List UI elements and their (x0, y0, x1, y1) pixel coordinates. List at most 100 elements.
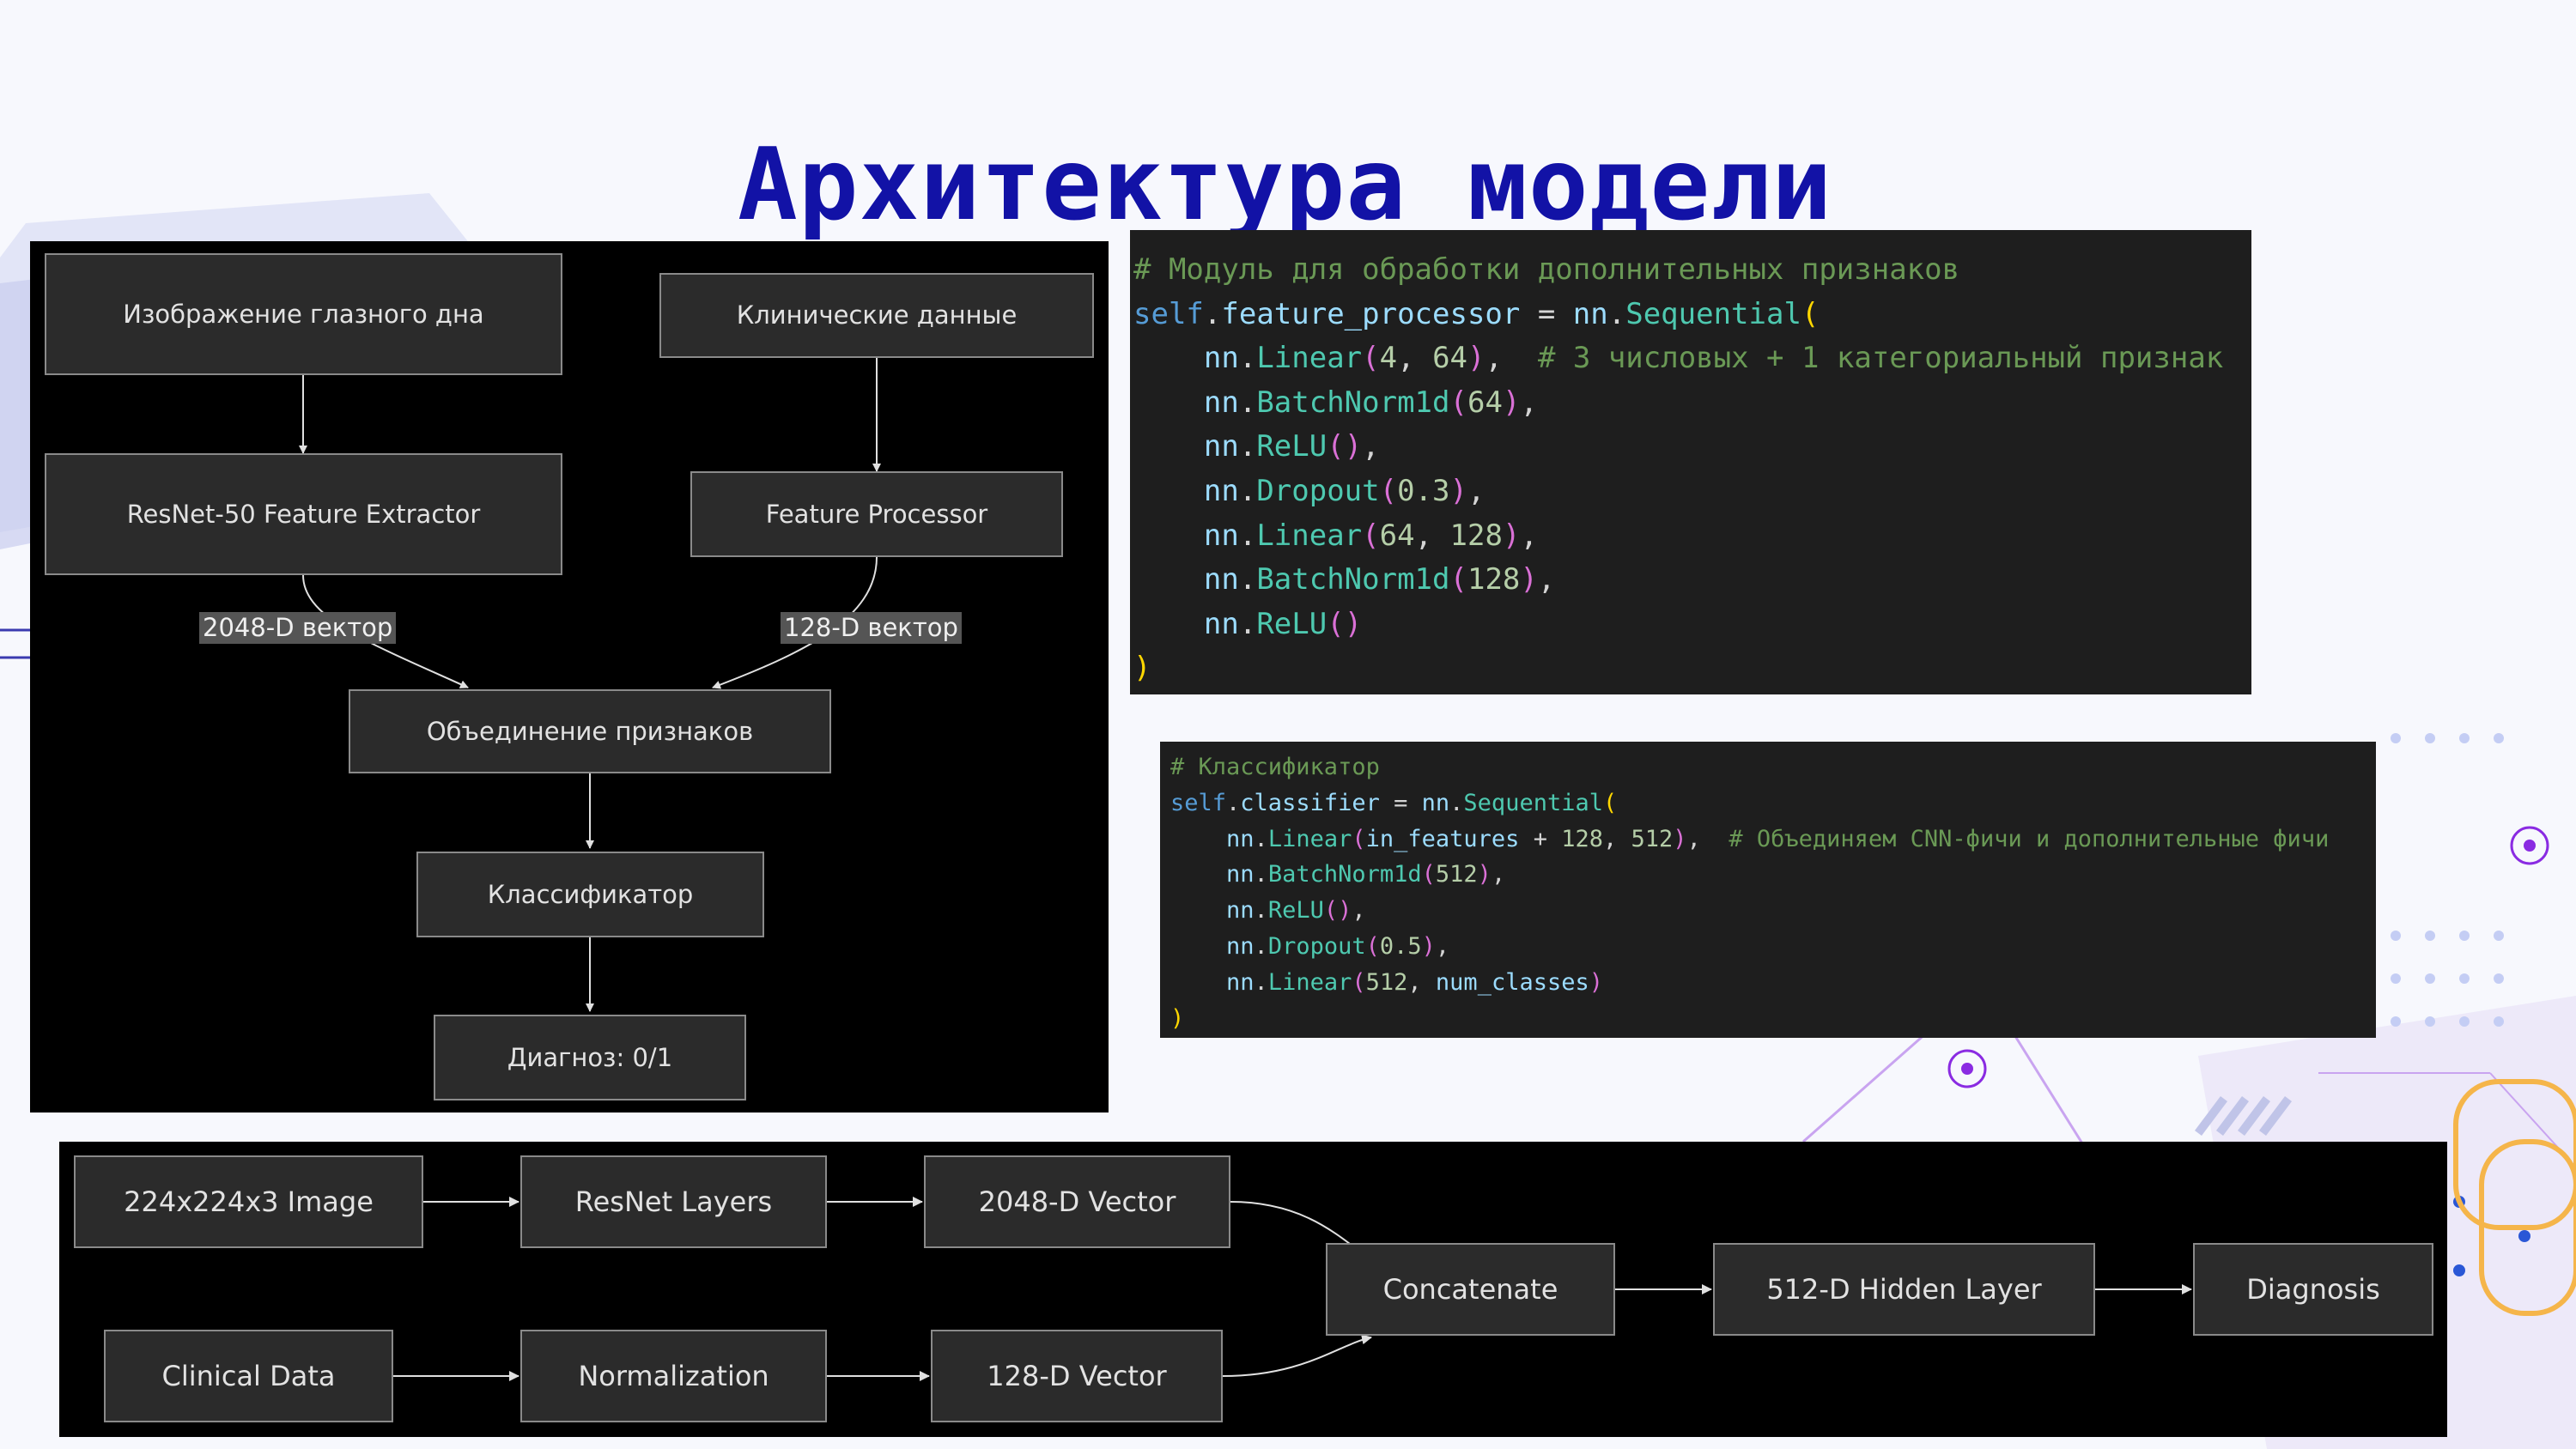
code-line: nn.BatchNorm1d(512), (1170, 857, 2376, 893)
node-classifier: Классификатор (416, 852, 764, 937)
code-token: Linear (1256, 518, 1363, 553)
code-token (1133, 562, 1204, 597)
code-token: , (1407, 968, 1436, 996)
code-line: nn.ReLU(), (1170, 893, 2376, 929)
code-token: , (1537, 562, 1556, 597)
code-token (1170, 969, 1226, 996)
code-line: ) (1133, 646, 2251, 691)
code-token: . (1238, 429, 1257, 464)
code-token: BatchNorm1d (1256, 385, 1450, 420)
code-token: ) (1421, 932, 1436, 960)
node-clinical-data: Клинические данные (659, 273, 1094, 358)
edge-label-128d: 128-D вектор (781, 612, 962, 644)
code-token: ( (1379, 473, 1398, 508)
page-title: Архитектура модели (737, 127, 1833, 243)
code-token: in_features (1365, 825, 1520, 852)
code-token: self (1133, 296, 1204, 331)
code-token: Linear (1256, 341, 1363, 376)
code-token (1133, 607, 1204, 641)
code-token: 128 (1561, 825, 1603, 852)
code-line: nn.BatchNorm1d(64), (1133, 381, 2251, 426)
code-token: ( (1362, 341, 1380, 376)
code-feature-processor: # Модуль для обработки дополнительных пр… (1130, 230, 2251, 694)
code-token: , (1520, 385, 1538, 420)
code-token: nn (1203, 562, 1239, 597)
node-diagnosis: Диагноз: 0/1 (434, 1015, 746, 1100)
code-token: ( (1365, 932, 1380, 960)
code-token: nn (1226, 897, 1255, 925)
node-128d-vector: 128-D Vector (931, 1330, 1223, 1422)
code-token: ) (1133, 651, 1151, 686)
code-line: self.classifier = nn.Sequential( (1170, 785, 2376, 822)
code-token: ) (1520, 562, 1538, 597)
code-token (1133, 474, 1204, 508)
code-token: . (1449, 789, 1464, 816)
node-diagnosis-output: Diagnosis (2193, 1243, 2433, 1336)
code-token: , (1520, 518, 1538, 553)
node-resnet-extractor: ResNet-50 Feature Extractor (45, 453, 562, 575)
code-token: # Модуль для обработки дополнительных пр… (1133, 252, 1960, 287)
code-token: , (1485, 341, 1538, 376)
code-line: nn.Linear(512, num_classes) (1170, 965, 2376, 1001)
code-token (1133, 429, 1204, 464)
code-line: self.feature_processor = nn.Sequential( (1133, 293, 2251, 337)
node-fundus-image: Изображение глазного дна (45, 253, 562, 375)
code-token: ) (1477, 861, 1492, 888)
code-token: ( (1449, 562, 1467, 597)
code-token: Dropout (1267, 932, 1366, 960)
code-token: nn (1226, 825, 1255, 852)
code-line: nn.Linear(in_features + 128, 512), # Объ… (1170, 822, 2376, 858)
code-token: 512 (1365, 968, 1408, 996)
code-token: , (1603, 825, 1631, 852)
code-token: 0.5 (1379, 932, 1422, 960)
code-token: . (1254, 968, 1268, 996)
code-token (1170, 897, 1226, 924)
code-token: ReLU (1256, 429, 1327, 464)
code-token: 128 (1467, 562, 1521, 597)
code-token: ReLU (1267, 897, 1324, 925)
code-token: 64 (1379, 518, 1415, 553)
code-token: . (1238, 473, 1257, 508)
code-token: () (1327, 606, 1363, 641)
code-line: nn.Dropout(0.3), (1133, 470, 2251, 514)
code-token (1133, 341, 1204, 375)
code-line: nn.BatchNorm1d(128), (1133, 558, 2251, 603)
code-token: + (1519, 825, 1562, 852)
node-feature-merge: Объединение признаков (349, 689, 831, 773)
code-token: ( (1362, 518, 1380, 553)
node-input-image: 224x224x3 Image (74, 1155, 423, 1248)
code-token: BatchNorm1d (1256, 562, 1450, 597)
code-token: 512 (1631, 825, 1674, 852)
code-token: , (1435, 932, 1450, 960)
code-token: feature_processor (1221, 296, 1521, 331)
code-token: ) (1170, 1004, 1185, 1032)
code-token: self (1170, 789, 1227, 816)
code-line: # Классификатор (1170, 749, 2376, 785)
code-line: nn.Dropout(0.5), (1170, 929, 2376, 965)
code-token: . (1238, 562, 1257, 597)
code-token: , (1362, 429, 1380, 464)
code-token: Linear (1267, 968, 1352, 996)
code-token: . (1238, 606, 1257, 641)
code-token: ( (1352, 825, 1366, 852)
code-token: ( (1352, 968, 1366, 996)
code-token: . (1254, 861, 1268, 888)
code-token: . (1238, 341, 1257, 376)
code-token (1170, 933, 1226, 960)
code-token: nn (1203, 341, 1239, 376)
code-token: ( (1602, 789, 1618, 816)
code-token: nn (1203, 473, 1239, 508)
code-token: 0.3 (1397, 473, 1450, 508)
code-token: , (1414, 518, 1450, 553)
code-token: # Объединяем CNN-фичи и дополнительные ф… (1728, 825, 2330, 852)
code-line: nn.Linear(64, 128), (1133, 514, 2251, 559)
node-clinical-data-input: Clinical Data (104, 1330, 393, 1422)
code-token: = (1520, 296, 1573, 331)
code-token: ) (1673, 825, 1687, 852)
code-token: nn (1203, 606, 1239, 641)
node-hidden-layer: 512-D Hidden Layer (1713, 1243, 2095, 1336)
code-token: ) (1502, 385, 1521, 420)
code-token: , (1352, 897, 1366, 925)
code-token: nn (1203, 429, 1239, 464)
